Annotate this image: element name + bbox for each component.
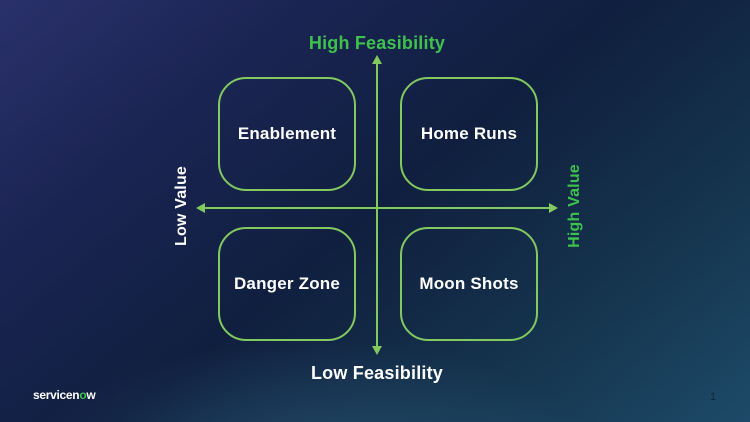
- servicenow-logo: servicenow: [33, 388, 96, 402]
- axis-arrow-up-icon: [372, 55, 382, 64]
- servicenow-logo-text-end: w: [86, 388, 96, 402]
- axis-arrow-down-icon: [372, 346, 382, 355]
- quadrant-home-runs: Home Runs: [400, 77, 538, 191]
- servicenow-logo-text-start: servicen: [33, 388, 80, 402]
- quadrant-danger-zone: Danger Zone: [218, 227, 356, 341]
- axis-label-low-feasibility: Low Feasibility: [310, 363, 444, 383]
- page-number: 1: [710, 391, 717, 403]
- quadrant-enablement: Enablement: [218, 77, 356, 191]
- axis-label-high-feasibility: High Feasibility: [308, 33, 446, 53]
- horizontal-axis-line: [204, 207, 550, 209]
- axis-arrow-right-icon: [549, 203, 558, 213]
- quadrant-moon-shots: Moon Shots: [400, 227, 538, 341]
- axis-label-low-value: Low Value: [173, 165, 190, 247]
- axis-label-high-value: High Value: [566, 164, 583, 248]
- vertical-axis-line: [376, 63, 378, 347]
- axis-arrow-left-icon: [196, 203, 205, 213]
- servicenow-logo-green-o: o: [79, 388, 87, 402]
